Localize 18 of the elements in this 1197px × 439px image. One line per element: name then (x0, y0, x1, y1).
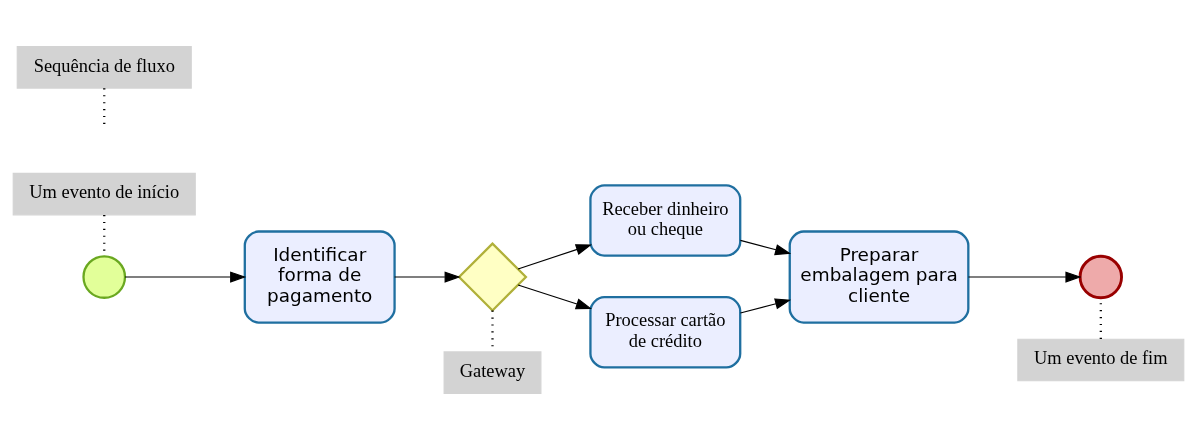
node-box: Preparar embalagem para cliente (788, 229, 970, 324)
arrow (394, 270, 461, 283)
arrow (967, 270, 1082, 283)
arrow (739, 239, 792, 255)
node-box: Sequência de fluxo (16, 45, 192, 89)
node-box: Um evento de fim (1017, 338, 1185, 381)
arrow (517, 243, 592, 269)
node-box: Um evento de início (12, 172, 196, 215)
node-box: Gateway (443, 350, 542, 394)
node-diamond (457, 241, 528, 312)
node-circle (82, 254, 127, 299)
node-box: Receber dinheiro ou cheque (589, 183, 742, 257)
arrow (517, 283, 592, 309)
node-box: Identificar forma de pagamento (243, 229, 396, 324)
arrow (739, 297, 792, 314)
arrow (124, 270, 247, 283)
node-box: Processar cartão de crédito (589, 295, 742, 369)
node-circle (1078, 254, 1123, 299)
